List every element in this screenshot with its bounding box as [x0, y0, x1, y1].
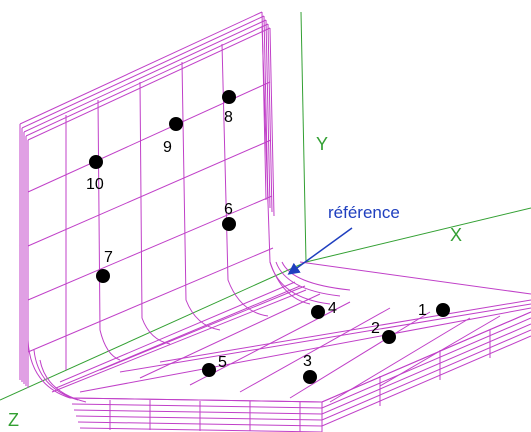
wall-left-end [19, 124, 29, 388]
point-8-marker [222, 90, 236, 104]
points: 1 2 3 4 5 6 7 8 9 10 [86, 90, 450, 384]
wall-top-edge [19, 11, 271, 141]
point-10-label: 10 [86, 176, 104, 193]
point-7-label: 7 [104, 249, 113, 266]
x-axis-line [305, 207, 531, 263]
z-axis-line [0, 261, 307, 401]
wall-vertical-grid [65, 25, 311, 370]
reference-label: référence [328, 203, 400, 222]
reference-arrow [287, 227, 353, 275]
point-6-marker [222, 217, 236, 231]
point-6-label: 6 [224, 201, 233, 218]
y-axis-label: Y [316, 134, 328, 154]
point-1-label: 1 [418, 302, 427, 319]
point-5-label: 5 [218, 354, 227, 371]
point-2-label: 2 [371, 320, 380, 337]
point-2-marker [382, 330, 396, 344]
mesh [19, 11, 531, 432]
wall-right-end [261, 11, 275, 217]
fillet-longitudinal [51, 281, 307, 393]
x-axis-label: X [450, 225, 462, 245]
base-front-edge-segments [109, 330, 491, 432]
point-5-marker [202, 363, 216, 377]
point-3-marker [303, 370, 317, 384]
reference-annotation: référence [287, 203, 400, 275]
z-axis-label: Z [8, 410, 19, 430]
wall-horizontal-grid [27, 81, 274, 353]
point-10-marker [89, 155, 103, 169]
point-4-label: 4 [328, 300, 337, 317]
point-3-label: 3 [303, 353, 312, 370]
axes: Y X Z [0, 11, 531, 430]
point-1-marker [436, 303, 450, 317]
point-8-label: 8 [224, 109, 233, 126]
point-7-marker [96, 269, 110, 283]
point-4-marker [311, 305, 325, 319]
point-9-label: 9 [163, 139, 172, 156]
base-longitudinal-grid [79, 299, 531, 393]
point-9-marker [169, 117, 183, 131]
y-axis-line [300, 11, 307, 263]
